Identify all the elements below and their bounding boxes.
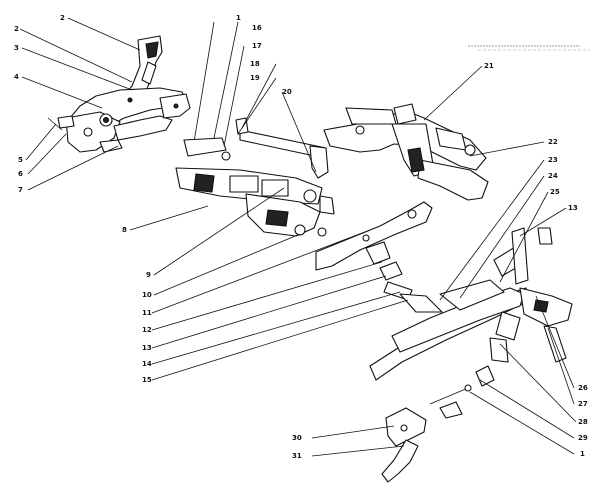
callout-7: 7 xyxy=(18,186,23,194)
callout-24: 24 xyxy=(548,172,558,180)
callout-16: 16 xyxy=(252,24,262,32)
callout-1-top: 1 xyxy=(236,14,241,22)
callout-5: 5 xyxy=(18,156,23,164)
upper-left-bracket-assembly xyxy=(47,35,191,153)
callout-6: 6 xyxy=(18,170,23,178)
callout-4: 4 xyxy=(14,73,19,81)
callout-31: 31 xyxy=(292,452,302,460)
header-scribble xyxy=(468,45,590,51)
callout-30: 30 xyxy=(292,434,302,442)
callout-3: 3 xyxy=(14,44,19,52)
leader-lines xyxy=(19,17,577,457)
callout-17: 17 xyxy=(252,42,262,50)
lower-right-plate xyxy=(369,227,573,381)
callout-29: 29 xyxy=(578,434,588,442)
callout-11: 11 xyxy=(142,309,152,317)
callout-19: 19 xyxy=(250,74,260,82)
callout-2a: 2 xyxy=(60,14,65,22)
callout-20: 20 xyxy=(282,88,292,96)
callout-9: 9 xyxy=(146,271,151,279)
bottom-small-lever xyxy=(381,365,495,483)
center-shaft-assembly xyxy=(175,21,335,237)
callout-18: 18 xyxy=(250,60,260,68)
callout-8: 8 xyxy=(122,226,127,234)
center-long-lever xyxy=(315,201,433,301)
callout-12: 12 xyxy=(142,326,152,334)
callout-15: 15 xyxy=(142,376,152,384)
callout-14: 14 xyxy=(142,360,152,368)
callout-23: 23 xyxy=(548,156,558,164)
callout-13-right: 13 xyxy=(568,204,578,212)
upper-right-frame xyxy=(323,103,489,201)
callout-1-bottom: 1 xyxy=(580,450,585,458)
callout-21: 21 xyxy=(484,62,494,70)
callout-labels: 2 2 3 4 5 6 7 8 9 10 11 12 13 14 15 1 16… xyxy=(14,14,588,460)
callout-28: 28 xyxy=(578,418,588,426)
callout-22: 22 xyxy=(548,138,558,146)
callout-27: 27 xyxy=(578,400,588,408)
callout-10: 10 xyxy=(142,291,152,299)
callout-26: 26 xyxy=(578,384,588,392)
callout-25: 25 xyxy=(550,188,560,196)
callout-13-left: 13 xyxy=(142,344,152,352)
callout-2b: 2 xyxy=(14,25,19,33)
